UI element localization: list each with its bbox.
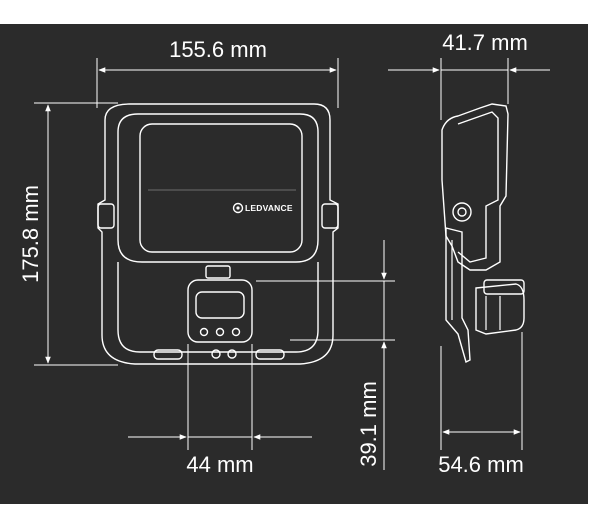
depth-top-label: 41.7 mm [442,30,528,55]
sensor-knob-left [199,327,209,337]
mounting-bracket [117,262,319,353]
base-slot-right [255,349,285,360]
sensor-neck [205,265,231,279]
pivot-knob [452,202,472,222]
side-view: 41.7 mm 54.6 mm [388,30,550,477]
side-housing-profile [441,103,509,271]
sensor-width-label: 44 mm [186,452,253,477]
housing-outline [97,103,339,365]
base-screw-center [211,349,221,359]
base-screw-center-2 [227,349,237,359]
sensor-knob-middle [215,327,225,337]
left-hinge [97,203,115,229]
sensor-height-label: 39.1 mm [356,381,381,467]
brand-logo-text: LEDVANCE [245,203,293,213]
base-slot-left [153,349,183,360]
height-dimension-label: 175.8 mm [18,185,43,283]
motion-sensor [187,279,253,343]
side-sensor-head [483,279,525,295]
side-bracket-arm [445,227,471,364]
depth-bottom-label: 54.6 mm [438,452,524,477]
sensor-window [195,291,245,319]
lens-panel [139,123,303,253]
right-hinge [321,203,339,229]
front-view: 155.6 mm 175.8 mm LEDVANCE [18,37,395,477]
frame-inner-outline [117,113,319,263]
width-dimension-label: 155.6 mm [169,37,267,62]
side-housing-inner [457,111,499,263]
sensor-knob-right [231,327,241,337]
ledvance-logo-icon [232,202,244,214]
side-motion-sensor [475,283,525,335]
